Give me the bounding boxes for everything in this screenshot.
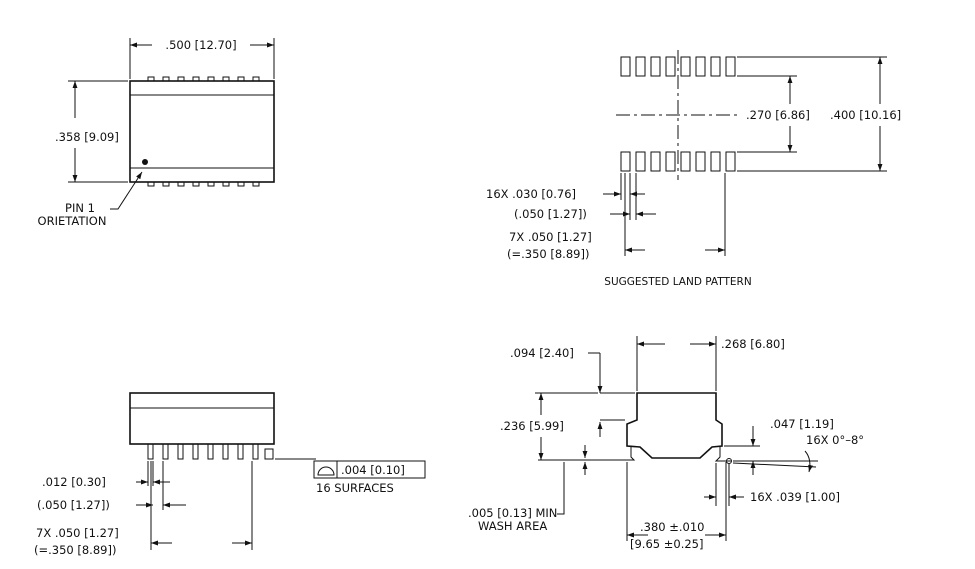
profile-symbol-icon xyxy=(317,466,335,476)
pin1-label-line1: PIN 1 xyxy=(65,201,95,215)
flatness-note: 16 SURFACES xyxy=(316,481,394,495)
flatness-frame xyxy=(313,460,426,479)
land-span-label-line2: (=.350 [8.89]) xyxy=(507,247,589,261)
end-top-height-label: .094 [2.40] xyxy=(510,346,574,360)
land-pattern-caption: SUGGESTED LAND PATTERN xyxy=(604,276,751,288)
side-span-label-line2: (=.350 [8.89]) xyxy=(34,543,116,557)
bottom-leads xyxy=(147,181,260,187)
land-pattern-view: .270 [6.86] .400 [10.16] 16X .030 [0.76]… xyxy=(486,50,901,288)
side-body xyxy=(129,392,275,445)
land-pad-pitch-label: (.050 [1.27]) xyxy=(514,207,587,221)
lead-width-label: .012 [0.30] xyxy=(42,475,106,489)
foot-length-label: 16X .039 [1.00] xyxy=(750,490,840,504)
land-span-label-line1: 7X .050 [1.27] xyxy=(509,230,592,244)
land-pad-width-label: 16X .030 [0.76] xyxy=(486,187,576,201)
land-outer-dim-label: .400 [10.16] xyxy=(830,108,901,122)
end-span-label-line2: [9.65 ±0.25] xyxy=(630,537,703,551)
left-lead xyxy=(578,445,636,461)
standoff-label: .047 [1.19] xyxy=(770,417,834,431)
land-pads-top xyxy=(620,56,736,77)
end-body-outline xyxy=(626,392,723,459)
end-span-label-line1: .380 ±.010 xyxy=(640,520,705,534)
top-height-label: .358 [9.09] xyxy=(55,130,119,144)
end-body-height-label: .236 [5.99] xyxy=(500,419,564,433)
land-inner-dim-label: .270 [6.86] xyxy=(746,108,810,122)
side-view: .004 [0.10] 16 SURFACES .012 [0.30] (.05… xyxy=(34,392,426,557)
pin1-dot xyxy=(142,159,148,165)
wash-area-label-line2: WASH AREA xyxy=(478,519,547,533)
flatness-value: .004 [0.10] xyxy=(341,463,405,477)
lead-angle-label: 16X 0°–8° xyxy=(806,433,864,447)
top-leads xyxy=(147,76,260,82)
right-lead xyxy=(714,445,731,462)
end-top-width-label: .268 [6.80] xyxy=(721,337,785,351)
wash-area-label-line1: .005 [0.13] MIN xyxy=(468,506,557,520)
side-span-label-line1: 7X .050 [1.27] xyxy=(36,526,119,540)
top-width-label: .500 [12.70] xyxy=(165,38,236,52)
side-leads xyxy=(147,443,274,460)
package-body xyxy=(129,80,275,183)
pin1-label-line2: ORIETATION xyxy=(38,214,107,228)
lead-pitch-label: (.050 [1.27]) xyxy=(37,498,110,512)
end-view: .094 [2.40] .268 [6.80] .236 [5.99] .005… xyxy=(468,336,864,551)
top-view: .500 [12.70] .358 [9.09] PIN 1 ORIETATIO… xyxy=(38,38,275,228)
land-pads-bottom xyxy=(620,151,736,172)
